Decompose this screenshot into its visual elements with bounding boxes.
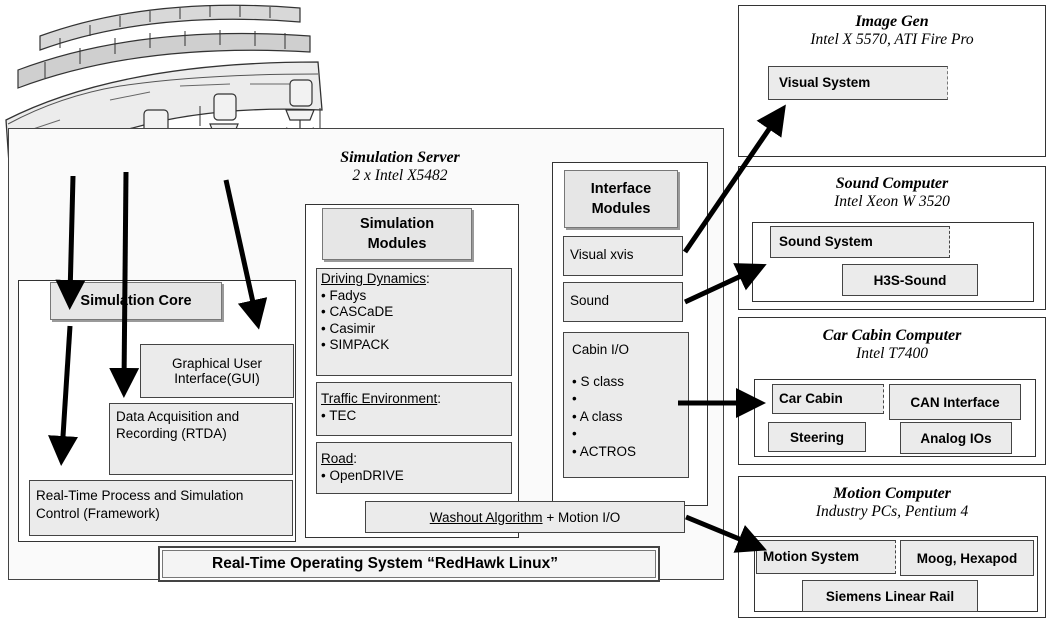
cabin-io-group: Cabin I/O • S class • • A class • • ACTR…	[563, 332, 689, 478]
visual-system-module: Visual System	[768, 66, 948, 100]
arrow-core-to-framework	[48, 325, 78, 466]
motion-io-label: + Motion I/O	[546, 509, 621, 525]
siemens-linear-rail-module: Siemens Linear Rail	[802, 580, 978, 612]
simulation-server-title: Simulation Server 2 x Intel X5482	[300, 148, 500, 186]
os-label: Real-Time Operating System “RedHawk Linu…	[212, 555, 558, 572]
visual-xvis-module: Visual xvis	[563, 236, 683, 276]
cabin-computer-name: Car Cabin Computer	[822, 327, 962, 344]
sound-computer-cpu: Intel Xeon W 3520	[834, 193, 950, 211]
image-gen-name: Image Gen	[855, 13, 929, 30]
monitor-row-back	[39, 4, 301, 51]
moog-hexapod-module: Moog, Hexapod	[900, 540, 1034, 576]
car-cabin-module: Car Cabin	[772, 384, 884, 414]
framework-module: Real-Time Process and Simulation Control…	[29, 480, 293, 536]
sound-computer-name: Sound Computer	[835, 175, 949, 192]
traffic-environment-heading: Traffic Environment	[321, 391, 438, 406]
motion-system-module: Motion System	[756, 540, 896, 574]
arrow-washout-to-motion	[685, 514, 767, 553]
simulation-server-cpu: 2 x Intel X5482	[352, 167, 448, 185]
can-interface-module: CAN Interface	[889, 384, 1021, 420]
sound-module: Sound	[563, 282, 683, 322]
driving-dynamics-heading: Driving Dynamics	[321, 271, 427, 286]
washout-algorithm-label: Washout Algorithm	[429, 509, 543, 525]
image-gen-cpu: Intel X 5570, ATI Fire Pro	[810, 31, 974, 49]
cabin-item: ACTROS	[579, 443, 636, 459]
washout-motion-io-module: Washout Algorithm + Motion I/O	[365, 501, 685, 533]
arrow-console-to-daq	[109, 171, 140, 398]
cabin-io-heading: Cabin I/O	[572, 342, 630, 357]
cabin-item: S class	[580, 373, 624, 389]
image-gen-title: Image Gen Intel X 5570, ATI Fire Pro	[742, 12, 1042, 50]
driving-dynamics-group: Driving Dynamics: • Fadys • CASCaDE • Ca…	[316, 268, 512, 376]
sound-computer-title: Sound Computer Intel Xeon W 3520	[742, 174, 1042, 212]
cabin-computer-title: Car Cabin Computer Intel T7400	[742, 326, 1042, 364]
road-heading: Road	[321, 451, 354, 466]
module-item: Casimir	[329, 320, 376, 336]
arrow-console-to-gui	[223, 179, 268, 330]
motion-computer-name: Motion Computer	[833, 485, 951, 502]
arrow-sound-to-sound-computer	[683, 263, 767, 305]
module-item: CASCaDE	[329, 304, 394, 319]
traffic-environment-group: Traffic Environment: • TEC	[316, 382, 512, 436]
h3s-sound-module: H3S-Sound	[842, 264, 978, 296]
steering-module: Steering	[768, 422, 866, 452]
module-item: TEC	[329, 407, 357, 423]
module-item: OpenDRIVE	[329, 467, 404, 483]
cabin-item: A class	[579, 408, 623, 424]
simulation-server-name: Simulation Server	[340, 149, 460, 166]
motion-computer-cpu: Industry PCs, Pentium 4	[815, 503, 969, 521]
simulation-modules-label: Simulation Modules	[322, 208, 472, 260]
cabin-computer-cpu: Intel T7400	[856, 345, 928, 363]
gui-module: Graphical User Interface(GUI)	[140, 344, 294, 398]
road-group: Road: • OpenDRIVE	[316, 442, 512, 494]
arrow-console-to-core	[55, 175, 86, 310]
interface-modules-label: Interface Modules	[564, 170, 678, 228]
module-item: Fadys	[329, 287, 367, 303]
os-bar	[158, 546, 660, 582]
sound-system-module: Sound System	[770, 226, 950, 258]
monitor-row-front	[17, 30, 311, 89]
motion-computer-title: Motion Computer Industry PCs, Pentium 4	[742, 484, 1042, 522]
arrow-visual-to-image-gen	[682, 104, 786, 254]
data-acquisition-module: Data Acquisition and Recording (RTDA)	[109, 403, 293, 475]
analog-ios-module: Analog IOs	[900, 422, 1012, 454]
module-item: SIMPACK	[329, 337, 390, 352]
